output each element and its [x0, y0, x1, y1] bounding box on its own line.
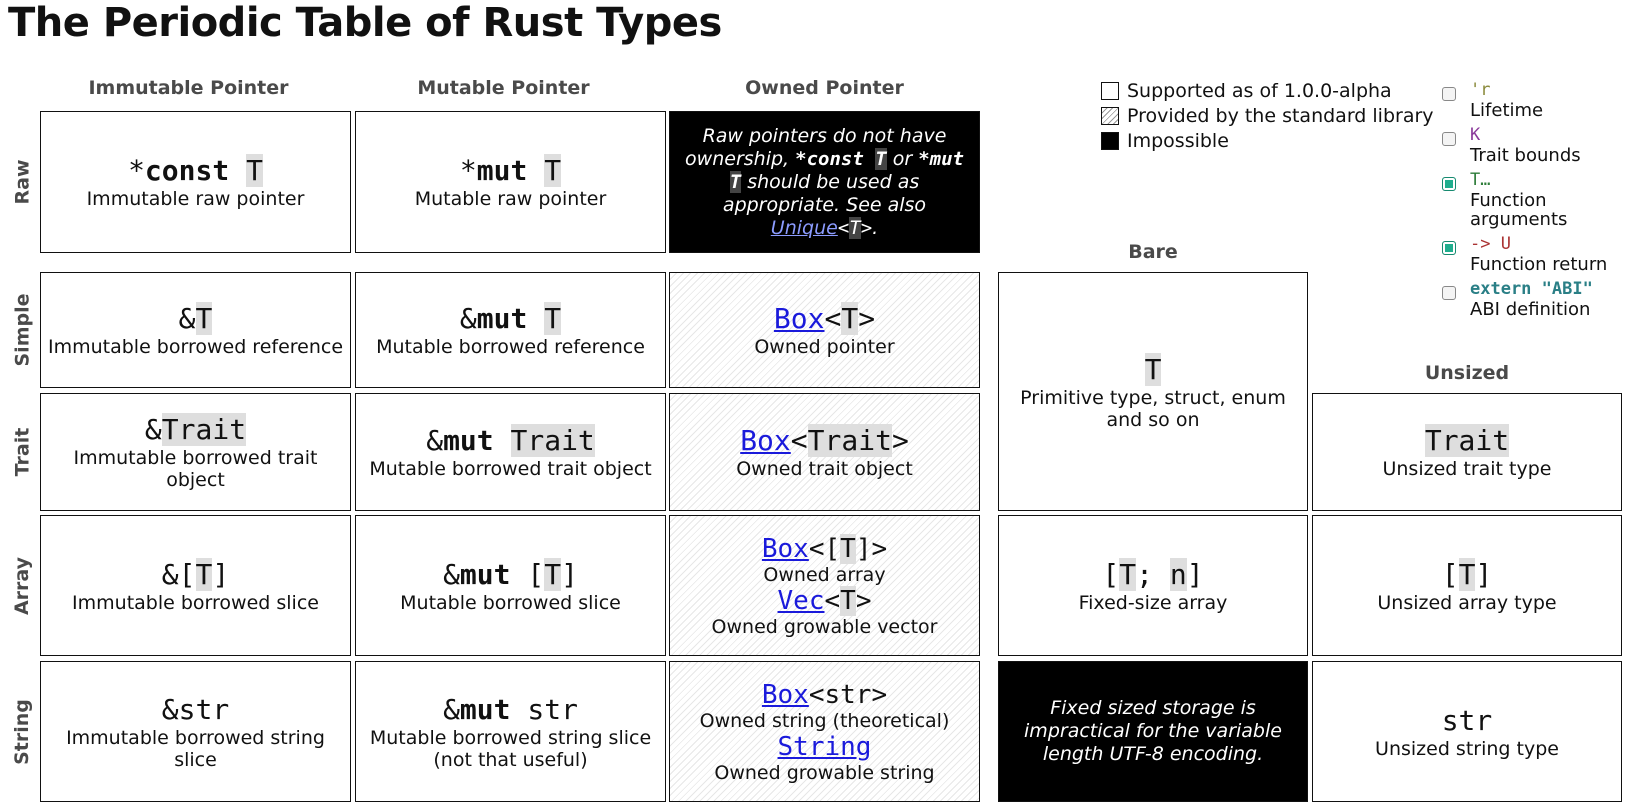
page-title: The Periodic Table of Rust Types — [8, 0, 722, 46]
cell-unsized-trait[interactable]: Trait Unsized trait type — [1312, 393, 1622, 511]
checkbox-icon[interactable] — [1442, 286, 1456, 300]
type-description: Owned array — [763, 563, 886, 586]
type-description: Owned growable vector — [711, 615, 938, 638]
checkbox-icon[interactable] — [1442, 132, 1456, 146]
type-signature: &T — [178, 302, 213, 335]
type-signature: &mut Trait — [426, 424, 595, 457]
checkbox-checked-icon[interactable] — [1442, 177, 1456, 191]
cell-string-mutable[interactable]: &mut str Mutable borrowed string slice (… — [355, 661, 666, 802]
type-description: Mutable borrowed reference — [376, 336, 645, 358]
option-abi-definition[interactable]: extern "ABI"ABI definition — [1442, 279, 1593, 319]
cell-simple-immutable[interactable]: &T Immutable borrowed reference — [40, 272, 351, 388]
cell-simple-owned[interactable]: Box<T> Owned pointer — [669, 272, 980, 388]
type-signature: &Trait — [144, 413, 247, 446]
type-description: Mutable borrowed slice — [400, 591, 621, 614]
type-description: Unsized string type — [1375, 737, 1559, 760]
type-signature: *mut T — [459, 154, 562, 187]
type-description: Owned growable string — [714, 761, 935, 784]
type-signature: Vec<T> — [777, 585, 872, 616]
unique-link[interactable]: Unique — [770, 216, 838, 239]
type-description: Fixed-size array — [1078, 591, 1228, 614]
row-header-array: Array — [11, 556, 34, 615]
row-header-trait: Trait — [11, 427, 34, 477]
column-header-unsized: Unsized — [1424, 362, 1510, 384]
cell-simple-mutable[interactable]: &mut T Mutable borrowed reference — [355, 272, 666, 388]
hatched-swatch-icon — [1101, 107, 1119, 125]
type-description: Owned pointer — [754, 336, 895, 358]
box-link[interactable]: Box — [761, 679, 809, 710]
cell-string-immutable[interactable]: &str Immutable borrowed string slice — [40, 661, 351, 802]
cell-trait-mutable[interactable]: &mut Trait Mutable borrowed trait object — [355, 393, 666, 511]
type-signature: String — [778, 732, 872, 762]
row-header-raw: Raw — [11, 159, 34, 205]
type-description: Unsized array type — [1377, 591, 1557, 614]
type-description: Mutable raw pointer — [414, 188, 607, 210]
checkbox-icon[interactable] — [1442, 87, 1456, 101]
type-description: Owned trait object — [736, 458, 913, 480]
box-link[interactable]: Box — [773, 302, 825, 335]
cell-string-owned[interactable]: Box<str> Owned string (theoretical) Stri… — [669, 661, 980, 802]
type-description: Immutable borrowed reference — [47, 336, 344, 358]
type-description: Immutable borrowed trait object — [73, 447, 318, 491]
type-signature: &mut [T] — [443, 557, 578, 591]
type-signature: T — [1144, 352, 1162, 386]
legend-impossible: Impossible — [1101, 130, 1229, 152]
cell-unsized-array[interactable]: [T] Unsized array type — [1312, 515, 1622, 656]
type-signature: Box<[T]> — [761, 533, 888, 564]
cell-trait-immutable[interactable]: &Trait Immutable borrowed trait object — [40, 393, 351, 511]
cell-bare-string: Fixed sized storage is impractical for t… — [998, 661, 1308, 802]
row-header-string: String — [11, 698, 33, 765]
type-signature: &str — [161, 692, 230, 726]
type-signature: Trait — [1424, 424, 1510, 457]
type-signature: Box<Trait> — [740, 424, 909, 457]
cell-raw-mutable[interactable]: *mut T Mutable raw pointer — [355, 111, 666, 253]
box-link[interactable]: Box — [761, 533, 809, 564]
type-description: Mutable borrowed trait object — [369, 458, 652, 480]
type-signature: str — [1441, 703, 1493, 737]
column-header-immutable: Immutable Pointer — [88, 77, 289, 99]
legend-stdlib: Provided by the standard library — [1101, 105, 1434, 127]
checkbox-checked-icon[interactable] — [1442, 241, 1456, 255]
type-signature: &mut T — [459, 302, 562, 335]
cell-raw-owned: Raw pointers do not have ownership, *con… — [669, 111, 980, 253]
type-signature: Box<str> — [761, 679, 888, 710]
column-header-owned: Owned Pointer — [745, 77, 904, 99]
column-header-bare: Bare — [1128, 241, 1178, 263]
type-signature: [T] — [1441, 557, 1493, 591]
cell-array-mutable[interactable]: &mut [T] Mutable borrowed slice — [355, 515, 666, 656]
type-signature: [T; n] — [1102, 557, 1204, 591]
option-function-arguments[interactable]: T…Function arguments — [1442, 170, 1620, 229]
cell-bare-array[interactable]: [T; n] Fixed-size array — [998, 515, 1308, 656]
type-signature: &mut str — [443, 692, 578, 726]
impossible-note: Raw pointers do not have ownership, *con… — [685, 124, 964, 239]
type-description: Owned string (theoretical) — [699, 709, 950, 732]
row-header-simple: Simple — [11, 293, 33, 367]
black-swatch-icon — [1101, 132, 1119, 150]
box-link[interactable]: Box — [740, 424, 791, 457]
cell-unsized-string[interactable]: str Unsized string type — [1312, 661, 1622, 802]
type-signature: Box<T> — [773, 302, 876, 335]
column-header-mutable: Mutable Pointer — [417, 77, 590, 99]
type-signature: *const T — [128, 154, 263, 187]
vec-link[interactable]: Vec — [777, 585, 825, 616]
type-description: Immutable raw pointer — [86, 188, 305, 210]
impossible-note: Fixed sized storage is impractical for t… — [1024, 697, 1282, 765]
type-signature: &[T] — [161, 557, 230, 591]
cell-array-immutable[interactable]: &[T] Immutable borrowed slice — [40, 515, 351, 656]
type-description: Immutable borrowed slice — [72, 591, 319, 614]
white-swatch-icon — [1101, 82, 1119, 100]
cell-raw-immutable[interactable]: *const T Immutable raw pointer — [40, 111, 351, 253]
cell-trait-owned[interactable]: Box<Trait> Owned trait object — [669, 393, 980, 511]
type-description: Immutable borrowed string slice — [66, 726, 325, 771]
type-description: Primitive type, struct, enum and so on — [1020, 386, 1286, 431]
cell-array-owned[interactable]: Box<[T]> Owned array Vec<T> Owned growab… — [669, 515, 980, 656]
legend-supported: Supported as of 1.0.0-alpha — [1101, 80, 1392, 102]
type-description: Mutable borrowed string slice (not that … — [369, 726, 652, 771]
string-link[interactable]: String — [777, 731, 872, 762]
type-description: Unsized trait type — [1382, 458, 1552, 480]
cell-bare-simple[interactable]: T Primitive type, struct, enum and so on — [998, 272, 1308, 511]
